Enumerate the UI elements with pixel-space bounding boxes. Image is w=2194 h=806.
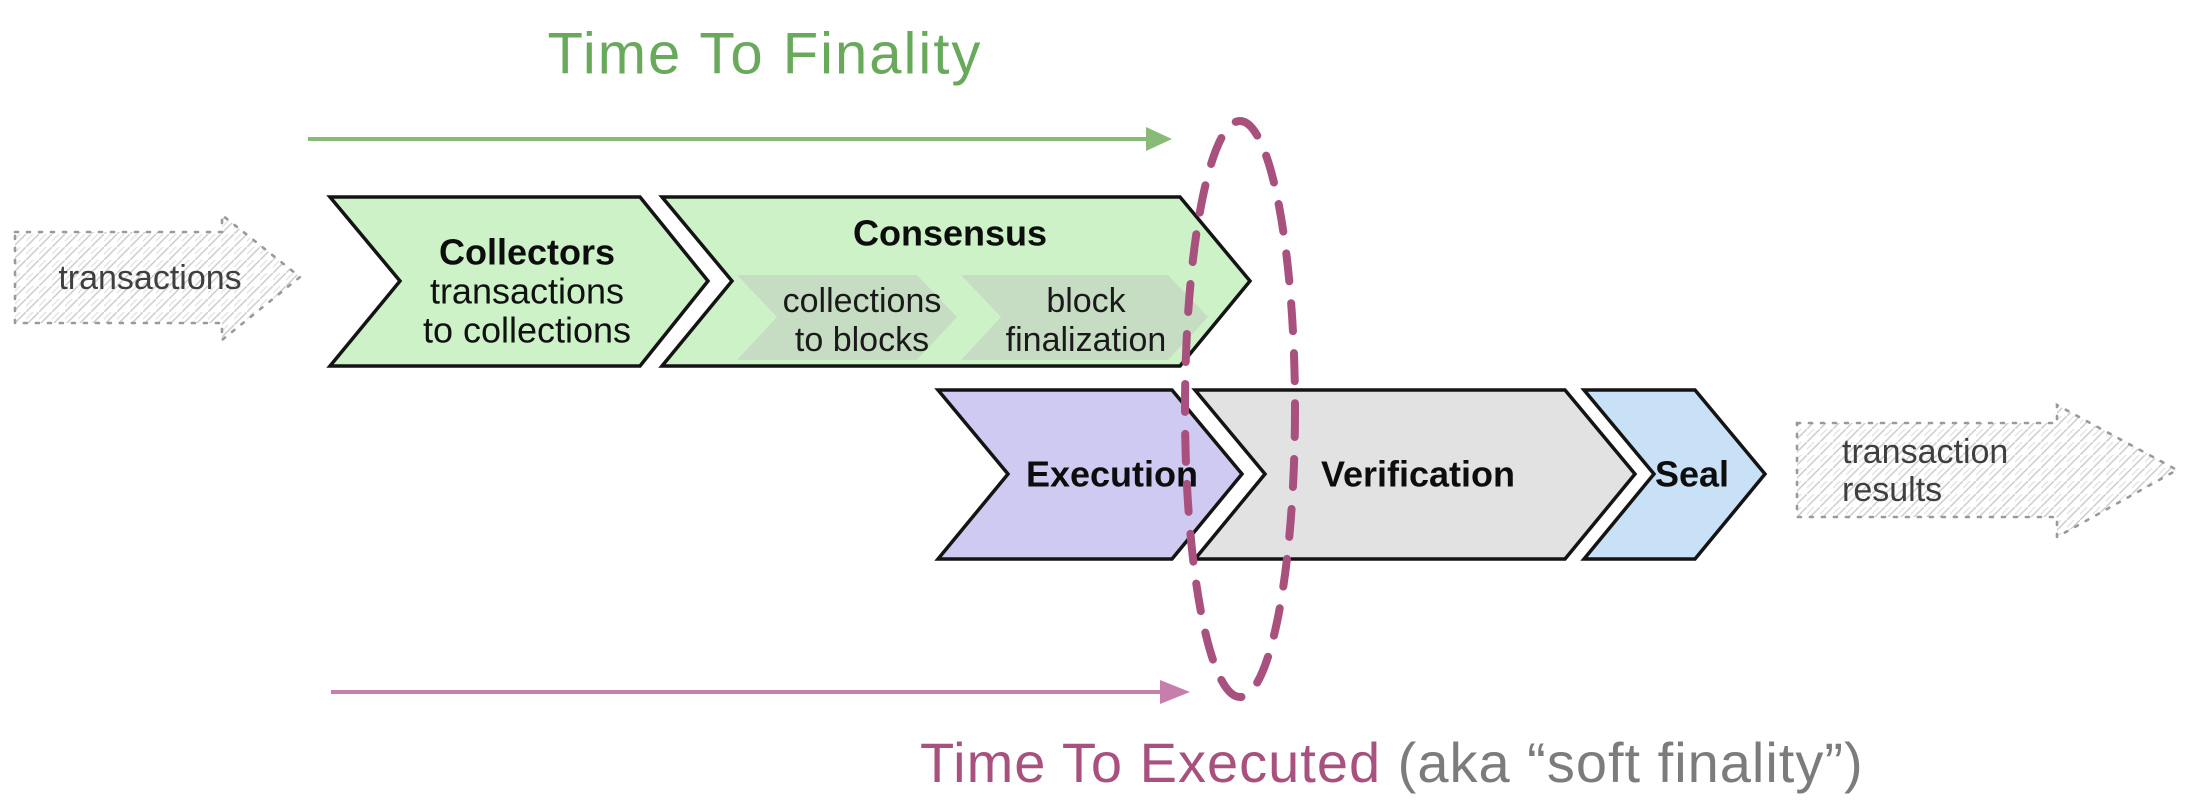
time-to-finality-arrow: [308, 127, 1172, 151]
time-to-executed-title: Time To Executed (aka “soft finality”): [920, 731, 1864, 794]
sub-block-line1: block: [1046, 282, 1126, 320]
collectors-chevron: Collectors transactions to collections: [310, 188, 720, 375]
seal-chevron-shape: [1580, 388, 1768, 561]
execution-chevron: Execution: [918, 381, 1254, 568]
consensus-title: Consensus: [853, 213, 1047, 254]
transaction-results-line1: transaction: [1842, 433, 2008, 471]
transaction-results-line2: results: [1842, 471, 1942, 509]
seal-label: Seal: [1655, 454, 1729, 495]
sub-block-line2: finalization: [1006, 321, 1167, 359]
collectors-chevron-shape: [326, 195, 711, 368]
transactions-label: transactions: [58, 259, 241, 297]
sub-chevron-collections-shape: [737, 275, 957, 360]
time-to-executed-arrow: [331, 680, 1190, 704]
transaction-results-arrow: transaction results: [1795, 402, 2180, 540]
executed-arrow-head: [1160, 680, 1190, 704]
sub-chevron-block-shape: [961, 275, 1208, 360]
finality-arrow-head: [1146, 127, 1172, 151]
verification-chevron: Verification: [1175, 381, 1647, 568]
seal-chevron: Seal: [1564, 381, 1777, 568]
sub-collections-line2: to blocks: [795, 321, 929, 359]
consensus-sub-chevron-block: block finalization: [961, 275, 1208, 360]
executed-boundary-ellipse: [1181, 117, 1299, 701]
execution-label: Execution: [1026, 454, 1198, 495]
time-to-finality-title: Time To Finality: [548, 22, 983, 87]
verification-chevron-shape: [1191, 388, 1638, 561]
verification-label: Verification: [1321, 454, 1515, 495]
collectors-line2: to collections: [423, 310, 631, 351]
execution-chevron-shape: [934, 388, 1245, 561]
transactions-input-arrow: transactions: [13, 212, 303, 343]
sketch-arrow-shape: [1795, 402, 2180, 540]
sub-collections-line1: collections: [783, 282, 942, 320]
consensus-sub-chevron-collections: collections to blocks: [737, 275, 957, 360]
sketch-arrow-shape: [13, 212, 303, 343]
collectors-line1: transactions: [430, 271, 624, 312]
soft-finality-note: (aka “soft finality”): [1398, 731, 1864, 794]
time-to-executed-label: Time To Executed: [920, 731, 1381, 794]
collectors-title: Collectors: [439, 232, 615, 273]
consensus-chevron: Consensus collections to blocks block fi…: [642, 188, 1262, 375]
